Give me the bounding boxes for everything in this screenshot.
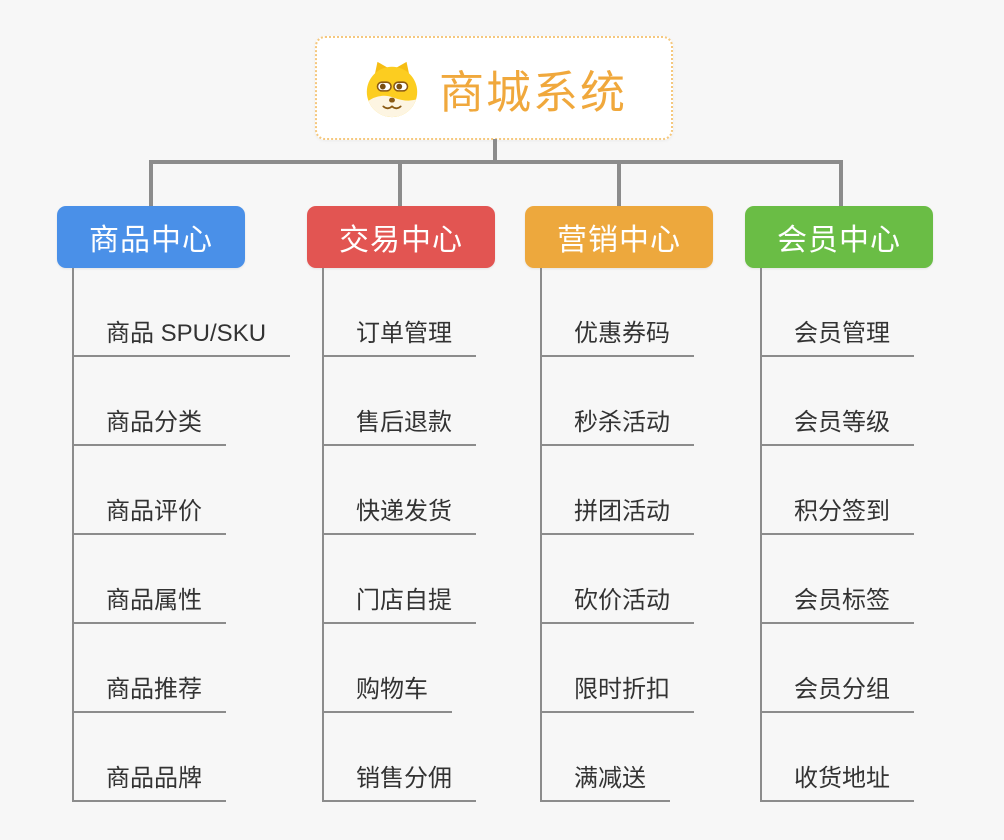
leaf-node[interactable]: 门店自提 [322,586,476,624]
doge-icon [366,61,418,118]
connector-drop-member [839,160,843,206]
leaf-node[interactable]: 会员分组 [760,675,914,713]
leaf-node[interactable]: 商品属性 [72,586,226,624]
leaf-node[interactable]: 限时折扣 [540,675,694,713]
leaf-node[interactable]: 砍价活动 [540,586,694,624]
leaf-node[interactable]: 满减送 [540,764,670,802]
leaf-node[interactable]: 会员等级 [760,408,914,446]
leaf-node[interactable]: 销售分佣 [322,764,476,802]
leaf-node[interactable]: 优惠券码 [540,319,694,357]
leaf-node[interactable]: 购物车 [322,675,452,713]
branch-product-center: 商品中心 商品 SPU/SKU 商品分类 商品评价 商品属性 商品推荐 商品品牌 [57,206,291,806]
branch-header-trade-center[interactable]: 交易中心 [307,206,495,268]
leaf-node[interactable]: 拼团活动 [540,497,694,535]
root-label: 商城系统 [438,66,627,118]
connector-drop-marketing [617,160,621,206]
leaf-node[interactable]: 快递发货 [322,497,476,535]
branch-header-product-center[interactable]: 商品中心 [57,206,245,268]
leaf-node[interactable]: 会员管理 [760,319,914,357]
connector-drop-product [149,160,153,206]
branch-member-center: 会员中心 会员管理 会员等级 积分签到 会员标签 会员分组 收货地址 [745,206,933,806]
connector-root-stem [493,139,497,162]
branch-header-member-center[interactable]: 会员中心 [745,206,933,268]
branch-trade-center: 交易中心 订单管理 售后退款 快递发货 门店自提 购物车 销售分佣 [307,206,495,806]
leaf-node[interactable]: 收货地址 [760,764,914,802]
leaf-node[interactable]: 订单管理 [322,319,476,357]
leaf-node[interactable]: 会员标签 [760,586,914,624]
leaf-node[interactable]: 商品 SPU/SKU [72,319,291,357]
leaf-node[interactable]: 商品品牌 [72,764,226,802]
leaf-node[interactable]: 秒杀活动 [540,408,694,446]
connector-drop-trade [398,160,402,206]
leaf-node[interactable]: 积分签到 [760,497,914,535]
connector-bus [149,160,843,164]
root-node-mall-system[interactable]: 商城系统 [315,36,673,140]
leaf-node[interactable]: 商品分类 [72,408,226,446]
branch-marketing-center: 营销中心 优惠券码 秒杀活动 拼团活动 砍价活动 限时折扣 满减送 [525,206,713,806]
leaf-node[interactable]: 售后退款 [322,408,476,446]
leaf-node[interactable]: 商品推荐 [72,675,226,713]
leaf-node[interactable]: 商品评价 [72,497,226,535]
branch-header-marketing-center[interactable]: 营销中心 [525,206,713,268]
